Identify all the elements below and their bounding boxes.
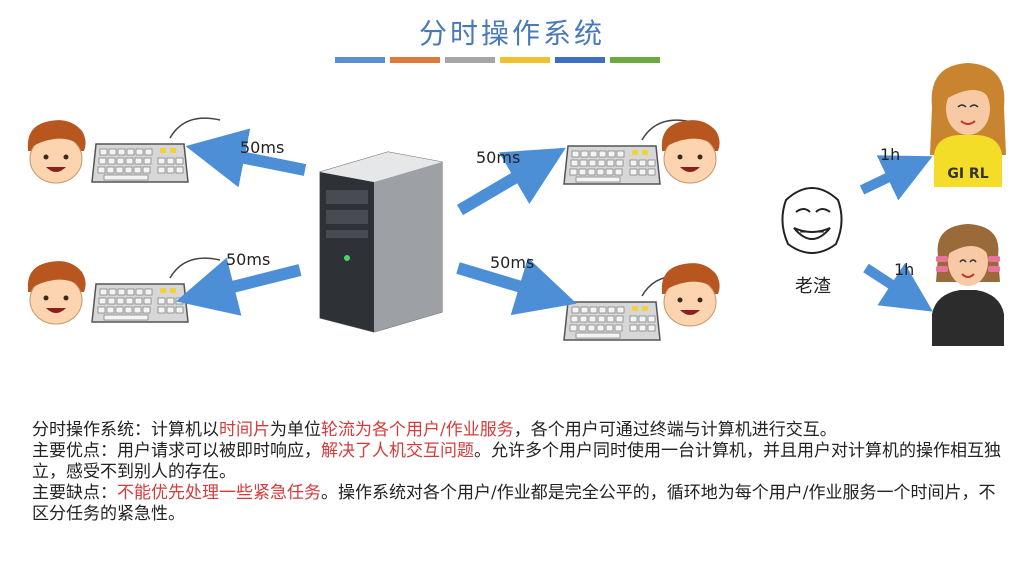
color-bar-6 (610, 57, 660, 63)
text-segment: 。操作系统对各个用户/作业都是完全公平的，循环地为每个用户/作业服务一个时间片，… (32, 483, 996, 524)
user-face-icon (27, 260, 87, 325)
text-segment: 分时操作系统：计算机以 (32, 420, 219, 440)
color-bar-2 (390, 57, 440, 63)
highlight-segment: 不能优先处理一些紧急任务 (117, 483, 321, 503)
girl-avatar-icon (930, 63, 1006, 187)
troll-face-icon (781, 187, 843, 254)
arrow-to-user-ll (175, 257, 302, 316)
arrow-to-girl-top (859, 155, 933, 201)
girl-avatar-icon (932, 224, 1004, 346)
arrow-label-ll: 50ms (226, 250, 271, 269)
color-bar-3 (445, 57, 495, 63)
user-face-icon (661, 262, 721, 327)
highlight-segment: 时间片 (219, 420, 270, 440)
text-segment: 主要优点：用户请求可以被即时响应， (32, 441, 321, 461)
time-sharing-diagram: GI RL (27, 63, 1006, 346)
paragraph-advantages: 主要优点：用户请求可以被即时响应，解决了人机交互问题。允许多个用户同时使用一台计… (32, 441, 1002, 483)
paragraph-disadvantages: 主要缺点：不能优先处理一些紧急任务。操作系统对各个用户/作业都是完全公平的，循环… (32, 483, 1002, 525)
server-icon (319, 151, 443, 333)
guy-label: 老渣 (795, 276, 831, 297)
keyboard-icon (91, 257, 221, 323)
text-segment: 。允许多个用户同时使用一台计算机，并且用户对计算机的操作相互独立，感受不到别人的… (32, 441, 1001, 482)
time-label-top: 1h (880, 145, 901, 164)
color-bar-5 (555, 57, 605, 63)
highlight-segment: 解决了人机交互问题 (321, 441, 474, 461)
color-bar-1 (335, 57, 385, 63)
arrow-to-user-lr (456, 257, 577, 316)
keyboard-icon (91, 117, 221, 183)
paragraph-definition: 分时操作系统：计算机以时间片为单位轮流为各个用户/作业服务，各个用户可通过终端与… (32, 420, 1002, 441)
girl-shirt-text: GI RL (947, 166, 988, 182)
user-face-icon (661, 119, 721, 184)
highlight-segment: 轮流为各个用户/作业服务 (321, 420, 514, 440)
arrow-to-user-ul (185, 128, 307, 188)
text-segment: 为单位 (270, 420, 321, 440)
user-face-icon (27, 119, 87, 184)
arrow-label-ur: 50ms (476, 148, 521, 167)
text-segment: 主要缺点： (32, 483, 117, 503)
text-segment: ，各个用户可通过终端与计算机进行交互。 (513, 420, 837, 440)
page-title: 分时操作系统 (418, 17, 605, 50)
arrow-label-lr: 50ms (490, 253, 535, 272)
arrow-to-user-ur (456, 147, 566, 216)
arrow-to-girl-bottom (863, 263, 933, 312)
time-label-bottom: 1h (894, 260, 915, 279)
color-bar-4 (500, 57, 550, 63)
description-text: 分时操作系统：计算机以时间片为单位轮流为各个用户/作业服务，各个用户可通过终端与… (32, 420, 1002, 525)
arrow-label-ul: 50ms (240, 138, 285, 157)
